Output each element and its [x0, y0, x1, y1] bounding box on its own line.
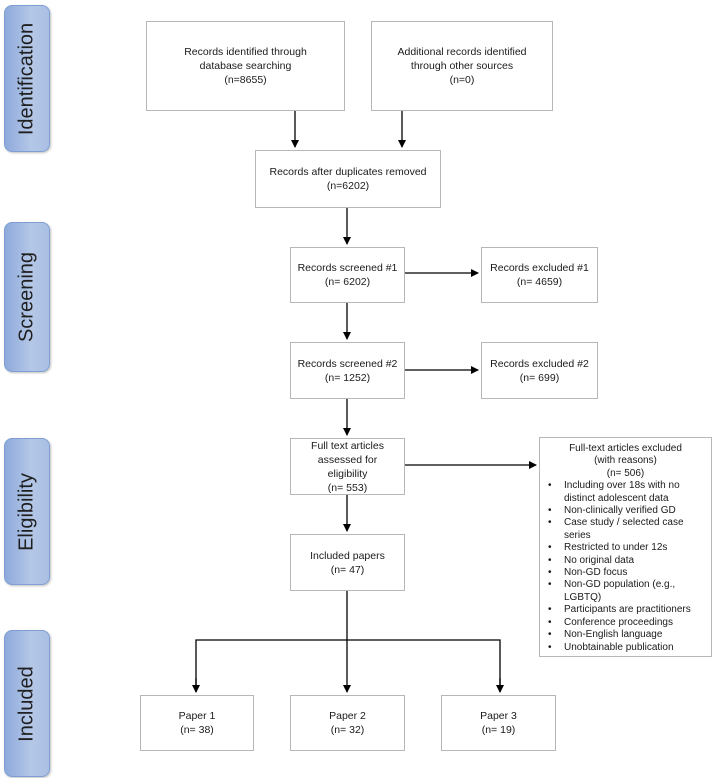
- branch-connector: [195, 639, 501, 692]
- included-box: Included papers (n= 47): [290, 534, 405, 591]
- list-item: Case study / selected case series: [548, 517, 707, 542]
- box-count: (n= 19): [481, 724, 516, 736]
- phase-included: Included: [4, 630, 50, 777]
- box-label: Records screened #2: [297, 357, 398, 370]
- list-item: Unobtainable publication: [548, 642, 707, 655]
- screened2-box: Records screened #2 (n= 1252): [290, 342, 405, 399]
- box-label: Full text articles assessed for eligibil…: [311, 439, 384, 480]
- box-label: Records identified through database sear…: [184, 46, 307, 72]
- box-count: (n= 1252): [324, 371, 371, 384]
- box-label: Records after duplicates removed: [269, 166, 427, 178]
- db-search-box: Records identified through database sear…: [146, 21, 345, 111]
- box-count: (n= 47): [330, 563, 365, 576]
- list-item: Including over 18s with no distinct adol…: [548, 480, 707, 505]
- box-label: Records screened #1: [297, 262, 398, 274]
- paper3-box: Paper 3 (n= 19): [441, 695, 556, 751]
- screened1-box: Records screened #1 (n= 6202): [290, 247, 405, 303]
- dedup-box: Records after duplicates removed (n=6202…: [255, 150, 441, 208]
- list-item: No original data: [548, 555, 707, 568]
- list-item: Conference proceedings: [548, 617, 707, 630]
- box-count: (n=6202): [326, 180, 370, 192]
- box-count: (n= 38): [180, 724, 214, 736]
- fulltext-box: Full text articles assessed for eligibil…: [290, 438, 405, 495]
- box-label: Records excluded #1: [490, 262, 589, 274]
- list-item: Non-clinically verified GD: [548, 505, 707, 518]
- paper1-box: Paper 1 (n= 38): [140, 695, 254, 751]
- box-label: Additional records identified through ot…: [397, 46, 527, 72]
- box-label: Paper 2: [329, 710, 366, 722]
- list-item: Restricted to under 12s: [548, 542, 707, 555]
- box-label: Paper 1: [178, 710, 216, 722]
- excluded2-box: Records excluded #2 (n= 699): [481, 342, 598, 399]
- other-sources-box: Additional records identified through ot…: [371, 21, 553, 111]
- phase-identification: Identification: [4, 5, 50, 152]
- paper2-box: Paper 2 (n= 32): [290, 695, 405, 751]
- exclusion-reasons-list: Including over 18s with no distinct adol…: [540, 480, 711, 654]
- excluded1-box: Records excluded #1 (n= 4659): [481, 247, 598, 303]
- box-count: (n= 699): [519, 371, 560, 384]
- box-label: Included papers: [310, 549, 385, 562]
- list-item: Non-GD population (e.g., LGBTQ): [548, 579, 707, 604]
- phase-screening: Screening: [4, 222, 50, 372]
- box-count: (n=8655): [224, 74, 267, 86]
- list-item: Non-GD focus: [548, 567, 707, 580]
- excluded-fulltext-box: Full-text articles excluded (with reason…: [539, 437, 712, 657]
- box-count: (n= 553): [327, 481, 368, 494]
- box-count: (n=0): [449, 74, 475, 86]
- box-label: Records excluded #2: [490, 357, 589, 370]
- list-item: Non-English language: [548, 629, 707, 642]
- excluded-fulltext-header: Full-text articles excluded (with reason…: [569, 443, 682, 479]
- box-count: (n= 6202): [324, 276, 371, 288]
- box-count: (n= 4659): [516, 276, 563, 288]
- box-count: (n= 32): [330, 724, 365, 736]
- box-label: Paper 3: [480, 710, 517, 722]
- list-item: Participants are practitioners: [548, 604, 707, 617]
- phase-eligibility: Eligibility: [4, 438, 50, 585]
